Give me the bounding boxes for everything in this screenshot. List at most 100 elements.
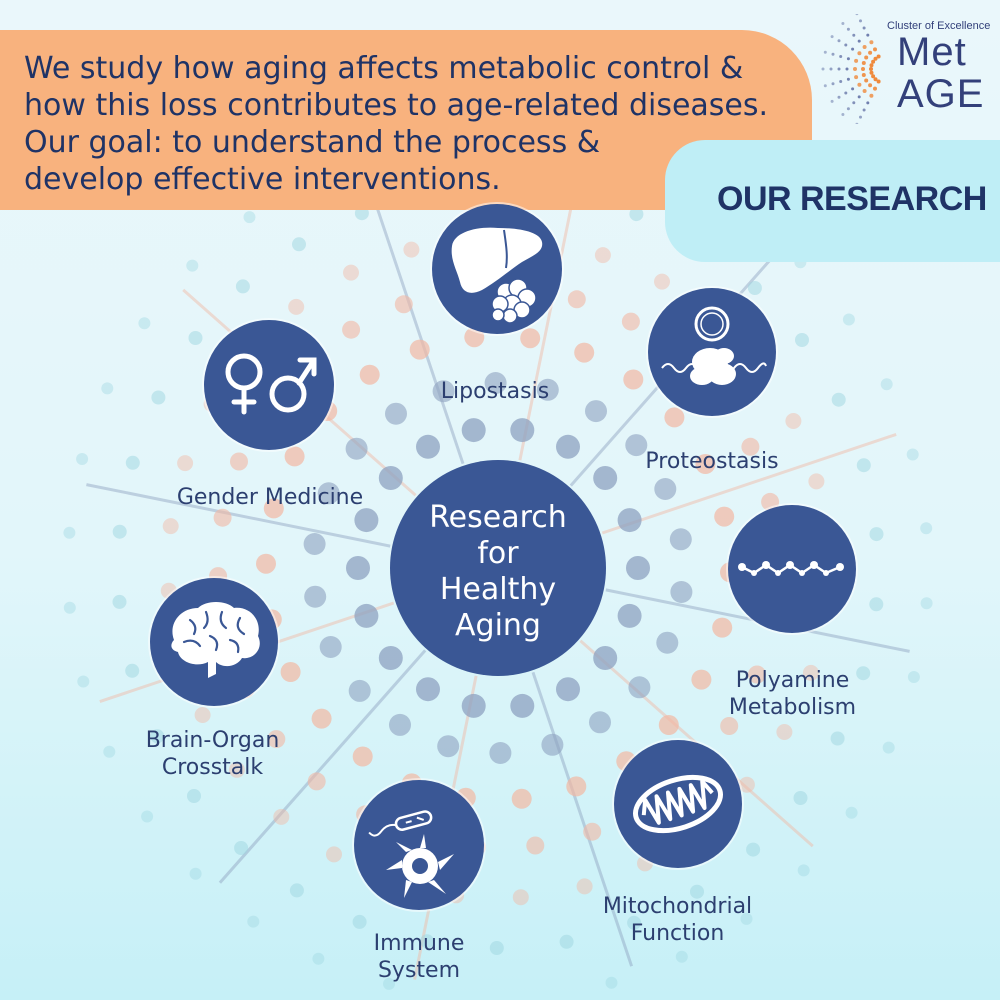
topic-label-proteostasis: Proteostasis bbox=[632, 448, 792, 475]
network-dot bbox=[247, 915, 260, 928]
network-dot bbox=[378, 646, 403, 670]
network-dot bbox=[409, 339, 430, 360]
logo-dot bbox=[830, 99, 834, 103]
header-statement: We study how aging affects metabolic con… bbox=[24, 50, 814, 198]
network-dot bbox=[566, 776, 587, 797]
logo-dot bbox=[855, 14, 859, 16]
network-dot bbox=[289, 883, 304, 898]
logo-dot bbox=[862, 26, 866, 30]
network-dot bbox=[346, 556, 370, 580]
topic-label-line: Proteostasis bbox=[645, 449, 779, 474]
network-dot bbox=[512, 889, 529, 906]
network-dot bbox=[235, 279, 250, 294]
logo-dot bbox=[830, 35, 834, 39]
network-dot bbox=[77, 675, 90, 688]
proteostasis-circle bbox=[648, 288, 776, 416]
logo-dot bbox=[855, 122, 859, 124]
logo-dot bbox=[831, 82, 835, 86]
center-line: Healthy bbox=[439, 572, 557, 607]
network-dot bbox=[383, 977, 395, 990]
network-dot bbox=[243, 211, 256, 224]
network-dot bbox=[304, 585, 327, 608]
network-dot bbox=[617, 508, 642, 533]
brain-icon bbox=[171, 602, 260, 678]
network-dot bbox=[343, 264, 359, 281]
network-dot bbox=[437, 735, 460, 758]
center-circle bbox=[390, 460, 606, 676]
network-dot bbox=[869, 527, 884, 542]
network-dot bbox=[150, 729, 165, 744]
network-dot bbox=[484, 372, 507, 394]
network-dot bbox=[695, 454, 716, 474]
network-dot bbox=[326, 846, 342, 863]
network-dot bbox=[740, 912, 753, 925]
network-dot bbox=[138, 317, 151, 330]
network-dot bbox=[670, 581, 693, 603]
network-dot bbox=[359, 364, 380, 385]
topic-label-line: Gender Medicine bbox=[176, 485, 364, 510]
network-dot bbox=[416, 677, 440, 702]
logo-dot bbox=[862, 89, 867, 93]
network-dot bbox=[738, 776, 755, 793]
network-dot bbox=[76, 453, 89, 465]
logo-dot bbox=[857, 82, 862, 87]
protein-icon bbox=[661, 306, 767, 385]
network-dot bbox=[675, 950, 688, 963]
network-dot bbox=[690, 884, 704, 899]
logo-dot bbox=[831, 52, 835, 56]
logo-dot bbox=[846, 107, 850, 111]
logo-dot bbox=[862, 108, 866, 112]
network-dot bbox=[654, 478, 677, 500]
network-dot bbox=[112, 524, 127, 539]
topic-label-brain: Brain-Organ Crosstalk bbox=[125, 727, 300, 781]
immune-circle bbox=[354, 780, 484, 910]
network-dot bbox=[856, 458, 871, 473]
network-dot bbox=[605, 976, 618, 989]
logo-dot bbox=[829, 67, 833, 71]
topic-label-line: Immune bbox=[373, 931, 465, 956]
network-dot bbox=[830, 731, 845, 746]
logo-dot bbox=[845, 67, 849, 71]
network-dot bbox=[623, 369, 644, 390]
network-dot bbox=[856, 666, 871, 681]
network-dot bbox=[583, 822, 602, 841]
network-dot bbox=[654, 273, 670, 290]
network-dot bbox=[311, 708, 332, 729]
network-dot bbox=[416, 434, 440, 459]
network-dot bbox=[125, 663, 140, 678]
topic-label-line: System bbox=[377, 958, 461, 983]
network-dot bbox=[617, 603, 642, 628]
section-title: OUR RESEARCH bbox=[717, 180, 987, 218]
network-dot bbox=[629, 207, 644, 222]
network-dot bbox=[461, 418, 486, 443]
network-dot bbox=[691, 669, 712, 690]
network-dot bbox=[746, 842, 761, 857]
topic-label-line: Function bbox=[630, 921, 725, 946]
logo-word-age: AGE bbox=[897, 72, 985, 116]
network-dot bbox=[234, 841, 249, 855]
network-dot bbox=[785, 413, 802, 429]
logo-dot bbox=[859, 115, 862, 119]
network-dot bbox=[621, 312, 640, 331]
topic-label-lipostasis: Lipostasis bbox=[420, 378, 570, 405]
logo-dot bbox=[844, 43, 848, 47]
logo-dot bbox=[873, 56, 878, 61]
logo-dot bbox=[837, 95, 841, 99]
network-dot bbox=[101, 382, 114, 395]
network-dot bbox=[273, 808, 290, 825]
network-dot bbox=[292, 237, 306, 252]
network-dot bbox=[526, 836, 545, 855]
network-dot bbox=[797, 864, 810, 877]
network-dot bbox=[720, 717, 739, 735]
header-line: how this loss contributes to age-related… bbox=[24, 88, 769, 123]
topic-label-line: Polyamine bbox=[735, 668, 850, 693]
logo-dot bbox=[861, 67, 865, 71]
network-dot bbox=[230, 452, 248, 471]
network-dot bbox=[352, 914, 367, 929]
network-dot bbox=[842, 313, 855, 326]
logo-word-met: Met bbox=[897, 30, 967, 74]
logo-dot bbox=[853, 67, 857, 71]
network-dot bbox=[795, 333, 809, 347]
network-dot bbox=[186, 259, 199, 272]
logo-dot bbox=[868, 83, 873, 88]
